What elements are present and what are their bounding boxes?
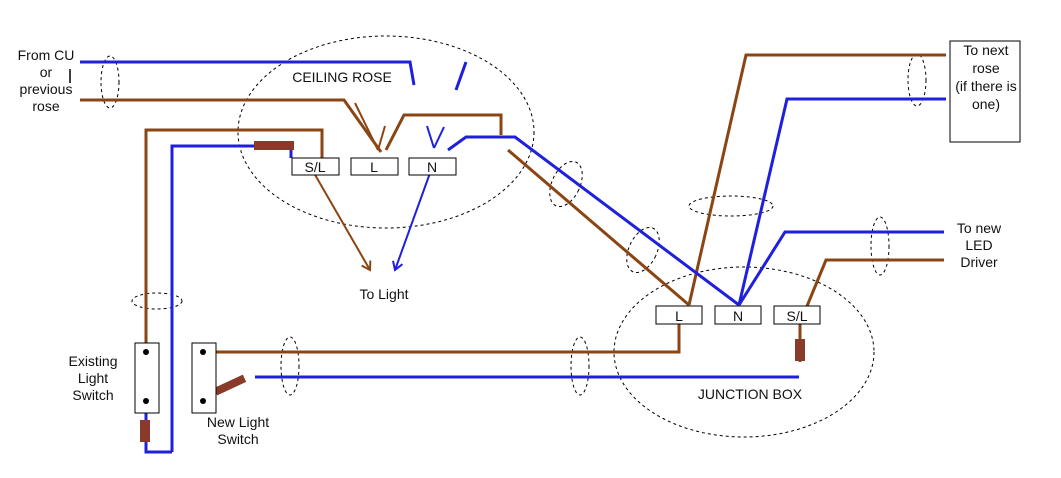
cable-sleeve-ellipse xyxy=(131,292,183,310)
junction-box-label: JUNCTION BOX xyxy=(698,386,803,402)
jb-terminal-sl-label: S/L xyxy=(786,308,807,324)
label-line: Existing xyxy=(68,353,117,369)
live-sleeve-marker xyxy=(795,339,805,361)
live-arrows xyxy=(313,102,386,272)
jb-terminal-sl: S/L xyxy=(773,305,821,325)
rose-terminal-l-label: L xyxy=(370,159,378,175)
label-line: Driver xyxy=(960,254,998,270)
label-line: From CU xyxy=(18,47,75,63)
jb-terminal-n-label: N xyxy=(733,308,743,324)
cable-sleeve-ellipse xyxy=(626,226,660,274)
to-next-rose-label: To next rose (if there is one) xyxy=(955,42,1016,112)
live-sleeve-marker xyxy=(254,141,294,150)
rose-terminal-n: N xyxy=(408,157,457,176)
to-light-label: To Light xyxy=(359,286,408,302)
rose-terminal-sl: S/L xyxy=(291,157,340,176)
cable-sleeve-ellipse xyxy=(549,160,583,208)
cable-sleeve-ellipse xyxy=(870,216,890,276)
new-switch-label: New Light Switch xyxy=(207,414,269,447)
jb-terminal-l-label: L xyxy=(675,308,683,324)
ceiling-rose-outline xyxy=(237,35,535,229)
neutral-wires xyxy=(80,60,946,454)
label-line: one) xyxy=(972,96,1000,112)
junction-box-outline xyxy=(613,266,875,438)
label-line: or xyxy=(40,64,53,80)
cable-sleeve-ellipse xyxy=(688,195,774,217)
from-cu-label: From CU or previous rose xyxy=(18,47,75,114)
ceiling-rose-label: CEILING ROSE xyxy=(292,69,392,85)
label-line: Switch xyxy=(72,387,113,403)
jb-terminal-n: N xyxy=(714,305,762,325)
existing-light-switch xyxy=(134,342,160,414)
cable-sleeve-ellipse xyxy=(280,336,300,396)
rose-terminal-n-label: N xyxy=(427,159,437,175)
live-sleeve-marker xyxy=(213,374,247,396)
live-sleeve-marker xyxy=(140,420,150,442)
cable-sleeve-ellipse xyxy=(570,336,590,396)
label-line: To new xyxy=(957,220,1002,236)
new-light-switch xyxy=(191,342,217,414)
label-line: rose xyxy=(32,98,59,114)
neutral-arrows xyxy=(392,125,445,272)
jb-terminal-l: L xyxy=(655,305,703,325)
existing-switch-label: Existing Light Switch xyxy=(68,353,117,403)
to-led-driver-label: To new LED Driver xyxy=(957,220,1002,270)
rose-terminal-sl-label: S/L xyxy=(304,159,325,175)
cable-sleeve-ellipse xyxy=(100,55,120,109)
label-line: (if there is xyxy=(955,78,1016,94)
label-line: New Light xyxy=(207,414,269,430)
rose-terminal-l: L xyxy=(350,157,399,176)
label-line: To next xyxy=(963,42,1008,58)
label-line: rose xyxy=(972,60,999,76)
label-line: Light xyxy=(78,370,108,386)
label-line: previous xyxy=(20,81,73,97)
label-line: LED xyxy=(965,237,992,253)
label-line: Switch xyxy=(217,431,258,447)
next-rose-box xyxy=(949,40,1021,143)
